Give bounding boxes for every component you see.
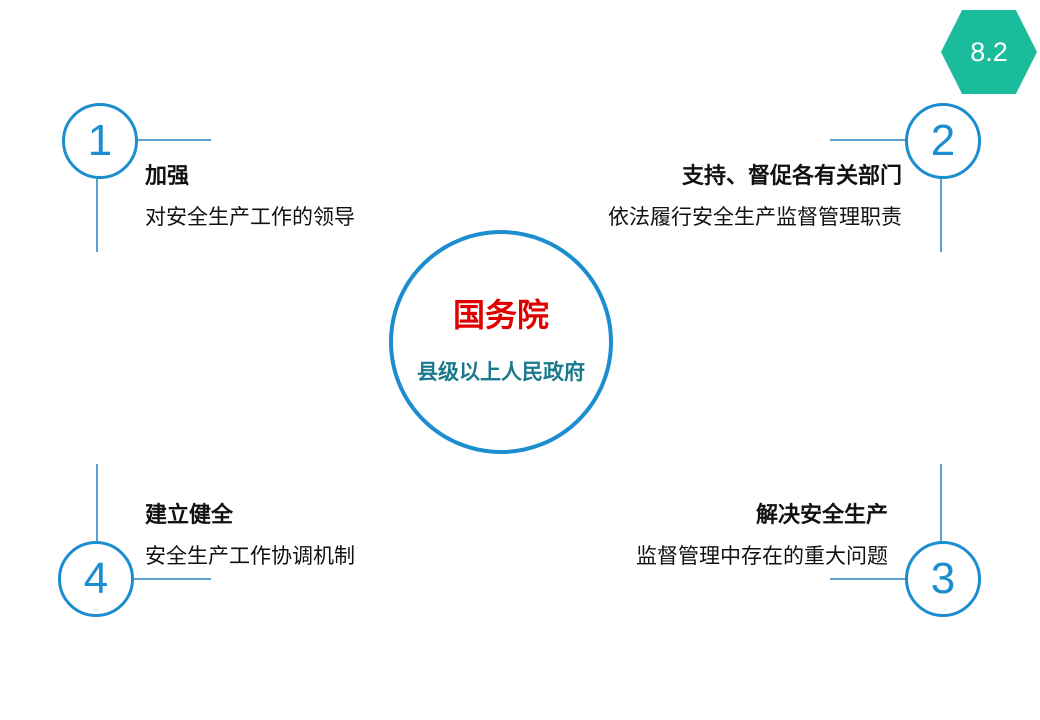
step-number-1: 1 (62, 103, 138, 179)
section-number-badge: 8.2 (941, 10, 1037, 94)
center-sub-text: 县级以上人民政府 (417, 360, 585, 384)
connector-line (940, 464, 942, 542)
connector-line (940, 176, 942, 252)
item-3-desc: 监督管理中存在的重大问题 (636, 544, 888, 568)
connector-line (830, 578, 910, 580)
connector-line (134, 139, 211, 141)
center-circle (389, 230, 613, 454)
center-main-text: 国务院 (452, 296, 549, 334)
step-number-4: 4 (58, 541, 134, 617)
step-number-2: 2 (905, 103, 981, 179)
connector-line (96, 176, 98, 252)
item-2-desc: 依法履行安全生产监督管理职责 (608, 205, 902, 229)
item-2-title: 支持、督促各有关部门 (681, 164, 902, 189)
connector-line (96, 464, 98, 542)
item-4-title: 建立健全 (145, 503, 234, 528)
connector-line (134, 578, 211, 580)
connector-line (830, 139, 910, 141)
item-3-title: 解决安全生产 (755, 503, 888, 528)
item-4-desc: 安全生产工作协调机制 (145, 544, 355, 568)
item-1-desc: 对安全生产工作的领导 (145, 205, 355, 229)
step-number-3: 3 (905, 541, 981, 617)
item-1-title: 加强 (145, 164, 190, 189)
